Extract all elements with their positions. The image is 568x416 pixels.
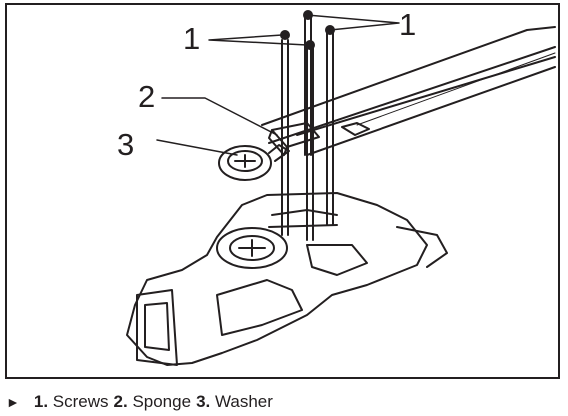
trimmer-body — [126, 192, 448, 366]
caption-number: 3. — [196, 392, 211, 411]
caption-marker-icon: ► — [6, 394, 20, 410]
hedge-trimmer-illustration — [126, 10, 556, 366]
caption-label-sponge: Sponge — [132, 392, 192, 411]
callout-screws-right: 1 — [399, 7, 417, 42]
blade-bar — [261, 26, 556, 156]
callout-washer: 3 — [117, 127, 135, 162]
caption-number: 1. — [33, 392, 49, 411]
callout-screws-left: 1 — [183, 21, 201, 56]
screw-shafts — [281, 16, 334, 241]
caption-label-washer: Washer — [214, 392, 273, 411]
caption-label-screws: Screws — [52, 392, 109, 411]
callout-sponge: 2 — [138, 79, 156, 114]
figure-caption: ► 1. Screws 2. Sponge 3. Washer — [6, 390, 278, 414]
figure-frame: 1 1 2 3 — [5, 3, 560, 379]
caption-number: 2. — [113, 392, 128, 411]
leader-lines — [156, 14, 400, 156]
